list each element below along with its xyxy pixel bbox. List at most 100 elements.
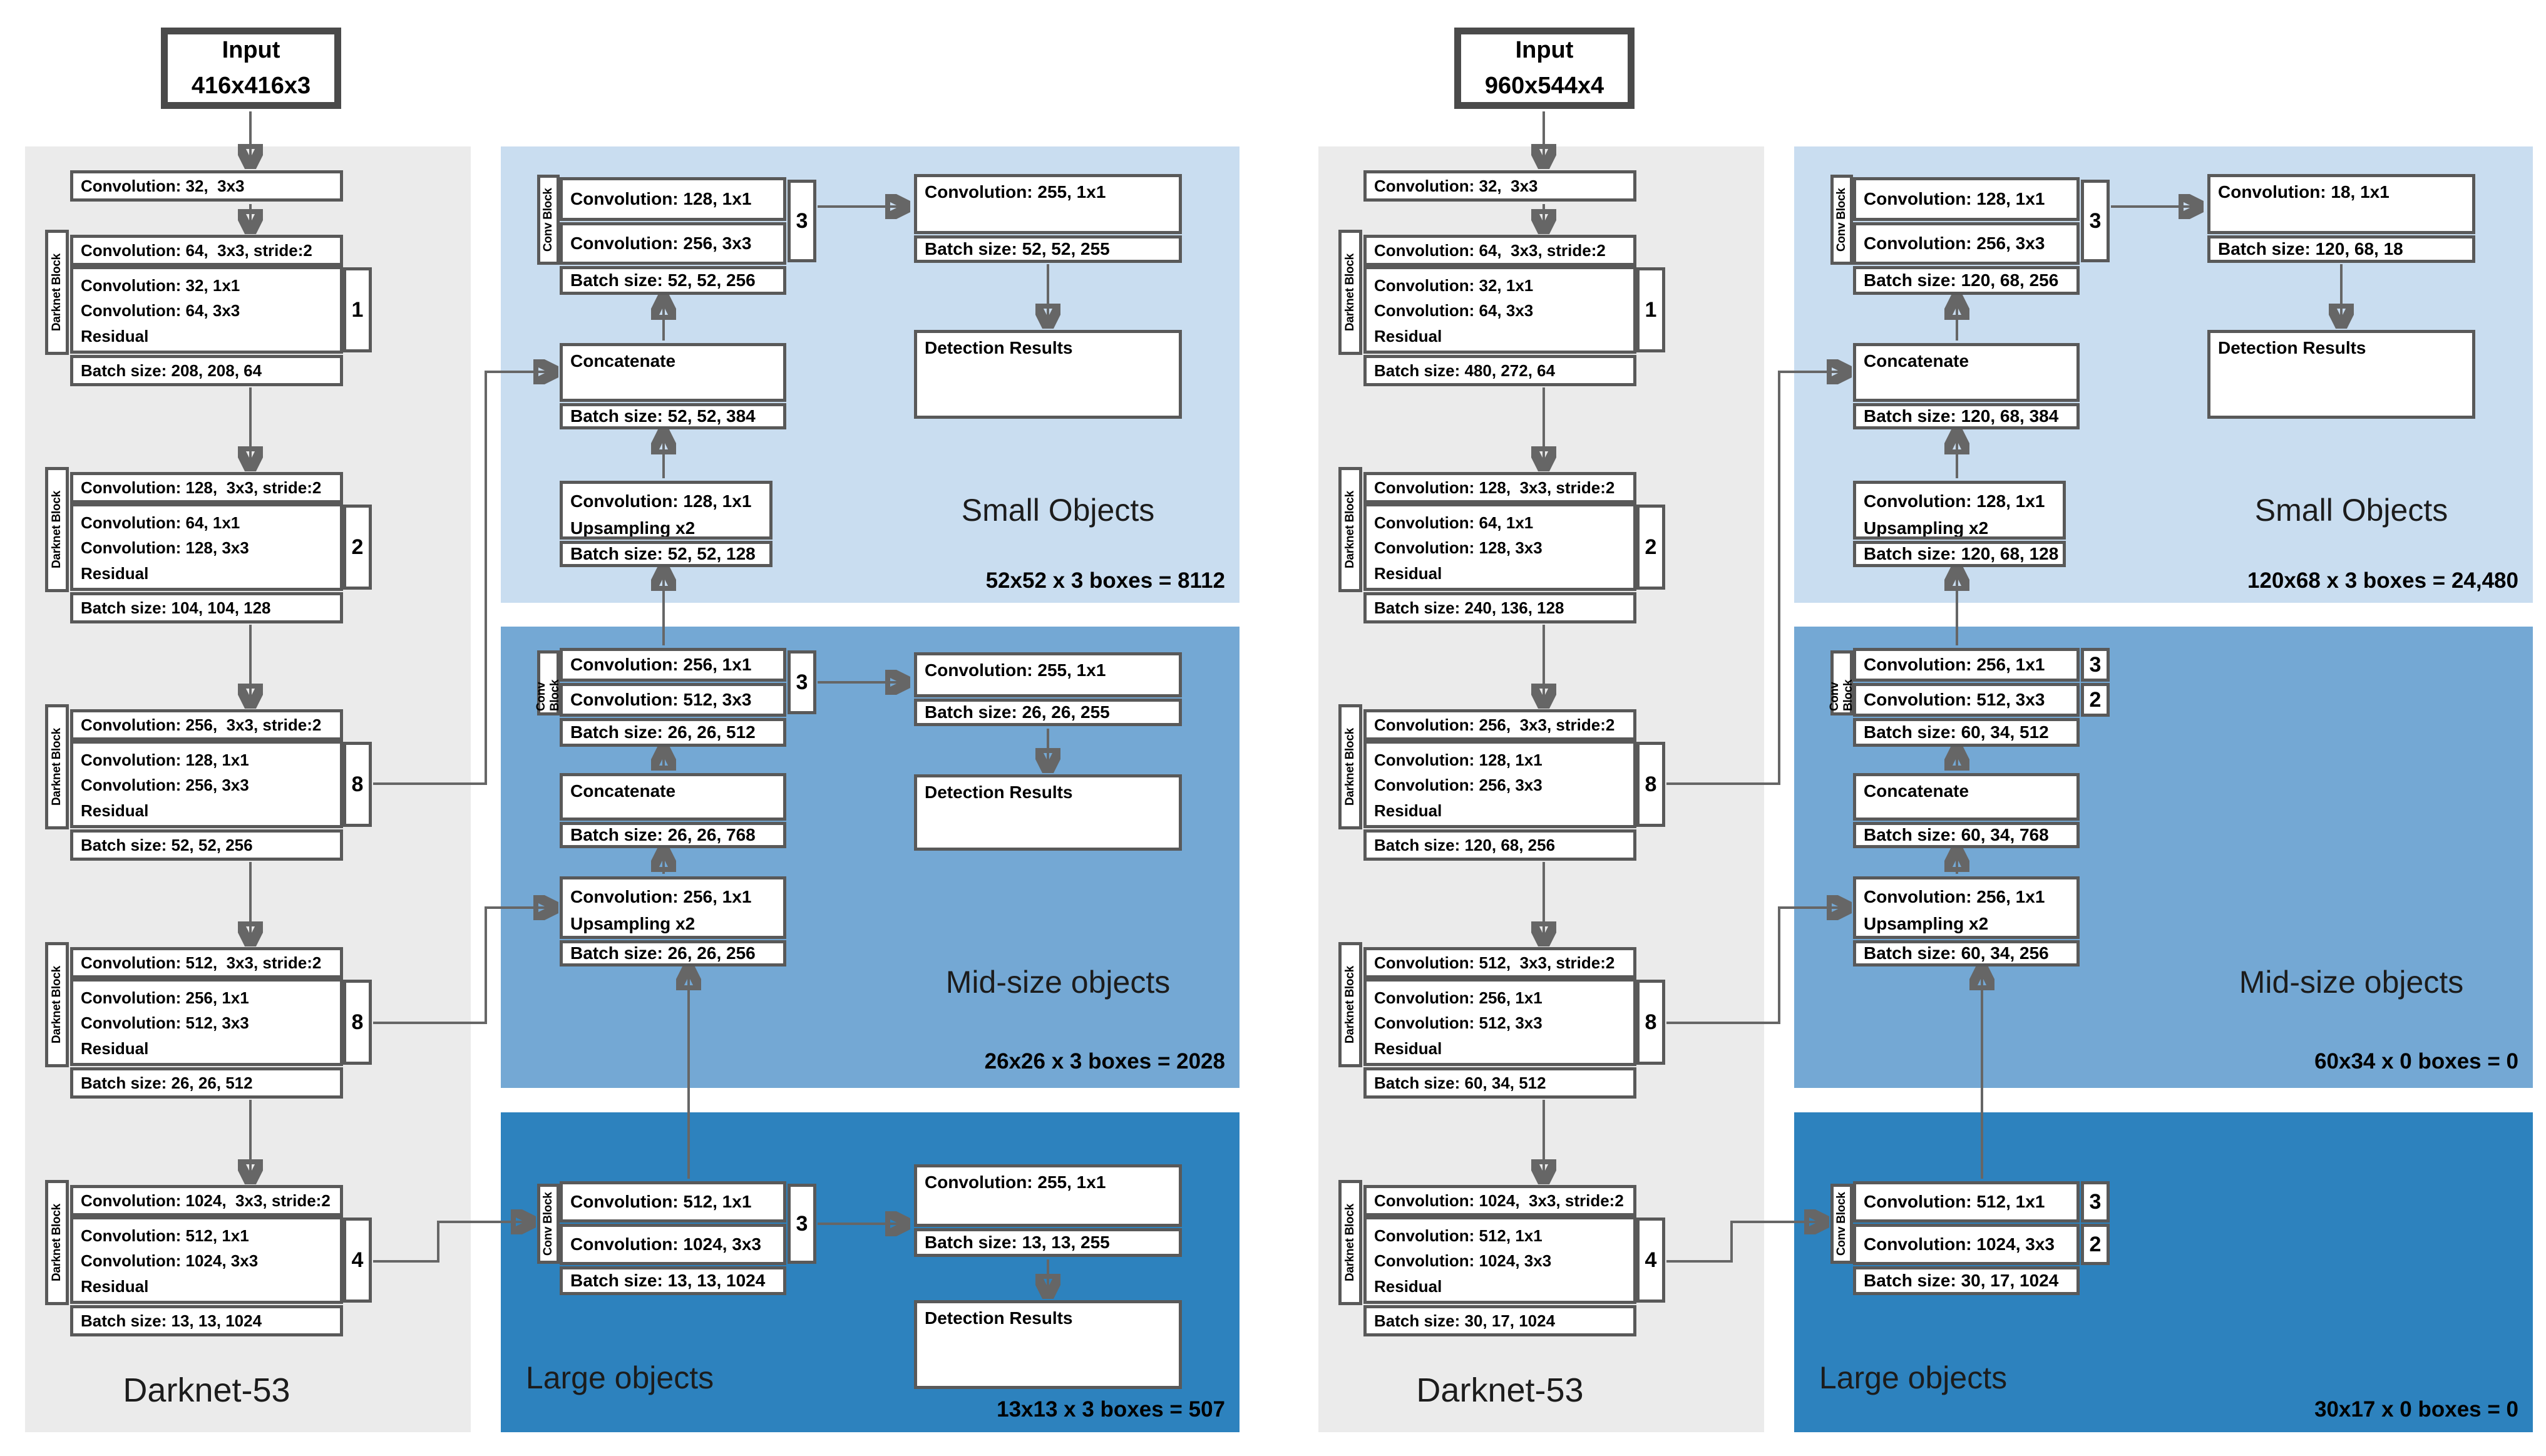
repeat-count: 3 <box>788 180 816 262</box>
repeat-count: 4 <box>343 1218 372 1303</box>
repeat-count: 3 <box>2081 180 2110 262</box>
darknet-block-body: Convolution: 256, 1x1 Convolution: 512, … <box>1363 978 1636 1066</box>
repeat-count-1: 3 <box>2081 648 2110 682</box>
batch-size: Batch size: 26, 26, 768 <box>560 822 786 848</box>
conv-block-conv2: Convolution: 1024, 3x3 <box>1853 1224 2080 1265</box>
darknet-block-stride-conv: Convolution: 256, 3x3, stride:2 <box>1363 709 1636 741</box>
conv1: Convolution: 256, 1x1 <box>1374 988 1542 1007</box>
residual: Residual <box>81 1276 149 1296</box>
darknet-block-label: Darknet Block <box>45 942 69 1067</box>
batch-size: Batch size: 52, 52, 256 <box>560 266 786 295</box>
darknet-block-label: Darknet Block <box>45 704 69 829</box>
input-title: Input <box>1515 37 1574 63</box>
batch-size: Batch size: 13, 13, 1024 <box>70 1305 343 1336</box>
residual: Residual <box>1374 801 1442 820</box>
batch-size: Batch size: 60, 34, 512 <box>1853 718 2080 747</box>
conv-block-conv1: Convolution: 256, 1x1 <box>1853 648 2080 682</box>
detection-conv-box: Convolution: 255, 1x1 <box>914 1164 1182 1227</box>
repeat-count: 1 <box>343 267 372 352</box>
input-size: 960x544x4 <box>1484 73 1604 99</box>
conv2: Convolution: 128, 3x3 <box>81 538 249 558</box>
darknet-block-stride-conv: Convolution: 1024, 3x3, stride:2 <box>1363 1185 1636 1216</box>
repeat-count: 3 <box>788 1184 816 1264</box>
residual: Residual <box>81 563 149 583</box>
conv2: Convolution: 256, 3x3 <box>81 776 249 795</box>
conv1: Convolution: 512, 1x1 <box>81 1226 249 1245</box>
darknet-block-stride-conv: Convolution: 128, 3x3, stride:2 <box>70 472 343 503</box>
batch-size: Batch size: 120, 68, 256 <box>1363 829 1636 861</box>
diagram-yolov3-416: Input 416x416x3 Convolution: 32, 3x3 Dar… <box>0 0 1253 1456</box>
repeat-count: 8 <box>343 742 372 827</box>
batch-size: Batch size: 120, 68, 128 <box>1853 541 2066 567</box>
conv1: Convolution: 64, 1x1 <box>1374 513 1534 532</box>
diagram-yolov3-960: Input 960x544x4 Convolution: 32, 3x3 Dar… <box>1293 0 2546 1456</box>
conv2: Convolution: 64, 3x3 <box>1374 301 1534 320</box>
upsample-scale: Upsampling x2 <box>570 518 696 538</box>
repeat-count: 3 <box>788 650 816 714</box>
repeat-count: 8 <box>1636 980 1665 1065</box>
conv-block-conv1: Convolution: 128, 1x1 <box>560 177 786 221</box>
batch-size: Batch size: 13, 13, 255 <box>914 1228 1182 1257</box>
boxes-note-small: 120x68 x 3 boxes = 24,480 <box>2247 568 2518 593</box>
upsample-scale: Upsampling x2 <box>570 914 696 934</box>
detection-conv-box: Convolution: 18, 1x1 <box>2207 174 2475 234</box>
batch-size: Batch size: 30, 17, 1024 <box>1853 1266 2080 1295</box>
conv-block-conv2: Convolution: 256, 3x3 <box>1853 222 2080 265</box>
darknet-block-stride-conv: Convolution: 64, 3x3, stride:2 <box>70 235 343 266</box>
upsample-conv: Convolution: 256, 1x1 <box>1864 887 2045 906</box>
boxes-note-large: 30x17 x 0 boxes = 0 <box>2314 1397 2518 1422</box>
conv-block-conv1: Convolution: 256, 1x1 <box>560 648 786 682</box>
concatenate-box: Concatenate <box>1853 773 2080 821</box>
repeat-count: 1 <box>1636 267 1665 352</box>
region-label-large: Large objects <box>525 1360 714 1395</box>
darknet-block-stride-conv: Convolution: 128, 3x3, stride:2 <box>1363 472 1636 503</box>
detection-results-box: Detection Results <box>914 774 1182 851</box>
darknet-block-body: Convolution: 32, 1x1 Convolution: 64, 3x… <box>1363 266 1636 354</box>
residual: Residual <box>1374 1276 1442 1296</box>
batch-size: Batch size: 52, 52, 256 <box>70 829 343 861</box>
conv1: Convolution: 64, 1x1 <box>81 513 240 532</box>
region-label-mid: Mid-size objects <box>2239 965 2464 1000</box>
conv2: Convolution: 512, 3x3 <box>1374 1013 1542 1033</box>
batch-size: Batch size: 60, 34, 256 <box>1853 940 2080 966</box>
darknet-block-label: Darknet Block <box>45 230 69 355</box>
backbone-title: Darknet-53 <box>123 1371 290 1409</box>
repeat-count: 8 <box>343 980 372 1065</box>
batch-size: Batch size: 120, 68, 256 <box>1853 266 2080 295</box>
conv-block-label: Conv Block <box>1828 650 1855 715</box>
detection-results-box: Detection Results <box>914 330 1182 419</box>
darknet-block-label: Darknet Block <box>1338 230 1362 355</box>
darknet-block-label: Darknet Block <box>1338 704 1362 829</box>
residual: Residual <box>81 1038 149 1058</box>
darknet-block-stride-conv: Convolution: 512, 3x3, stride:2 <box>70 947 343 978</box>
batch-size: Batch size: 60, 34, 768 <box>1853 822 2080 848</box>
conv-block-label: Conv Block <box>1830 1184 1853 1264</box>
conv1: Convolution: 32, 1x1 <box>1374 276 1534 295</box>
darknet-block-body: Convolution: 64, 1x1 Convolution: 128, 3… <box>1363 503 1636 591</box>
conv-block-conv1: Convolution: 512, 1x1 <box>1853 1181 2080 1223</box>
darknet-block-body: Convolution: 256, 1x1 Convolution: 512, … <box>70 978 343 1066</box>
region-label-large: Large objects <box>1819 1360 2008 1395</box>
concatenate-box: Concatenate <box>1853 343 2080 402</box>
residual: Residual <box>1374 563 1442 583</box>
upsample-box: Convolution: 256, 1x1 Upsampling x2 <box>560 876 786 939</box>
batch-size: Batch size: 26, 26, 512 <box>560 718 786 747</box>
conv-block-conv2: Convolution: 256, 3x3 <box>560 222 786 265</box>
boxes-note-mid: 26x26 x 3 boxes = 2028 <box>984 1049 1225 1074</box>
detection-conv-box: Convolution: 255, 1x1 <box>914 652 1182 697</box>
conv1: Convolution: 256, 1x1 <box>81 988 249 1007</box>
conv-block-conv2: Convolution: 512, 3x3 <box>1853 683 2080 717</box>
darknet-block-stride-conv: Convolution: 1024, 3x3, stride:2 <box>70 1185 343 1216</box>
conv-block-label: Conv Block <box>535 650 562 715</box>
region-label-small: Small Objects <box>2254 493 2448 528</box>
upsample-scale: Upsampling x2 <box>1864 518 1989 538</box>
conv2: Convolution: 1024, 3x3 <box>81 1251 259 1271</box>
detection-results-box: Detection Results <box>914 1300 1182 1389</box>
darknet-block-body: Convolution: 128, 1x1 Convolution: 256, … <box>70 741 343 828</box>
region-label-mid: Mid-size objects <box>945 965 1171 1000</box>
batch-size: Batch size: 104, 104, 128 <box>70 592 343 623</box>
batch-size: Batch size: 240, 136, 128 <box>1363 592 1636 623</box>
darknet-block-body: Convolution: 512, 1x1 Convolution: 1024,… <box>1363 1216 1636 1304</box>
upsample-box: Convolution: 128, 1x1 Upsampling x2 <box>1853 481 2066 540</box>
repeat-count-2: 2 <box>2081 683 2110 717</box>
